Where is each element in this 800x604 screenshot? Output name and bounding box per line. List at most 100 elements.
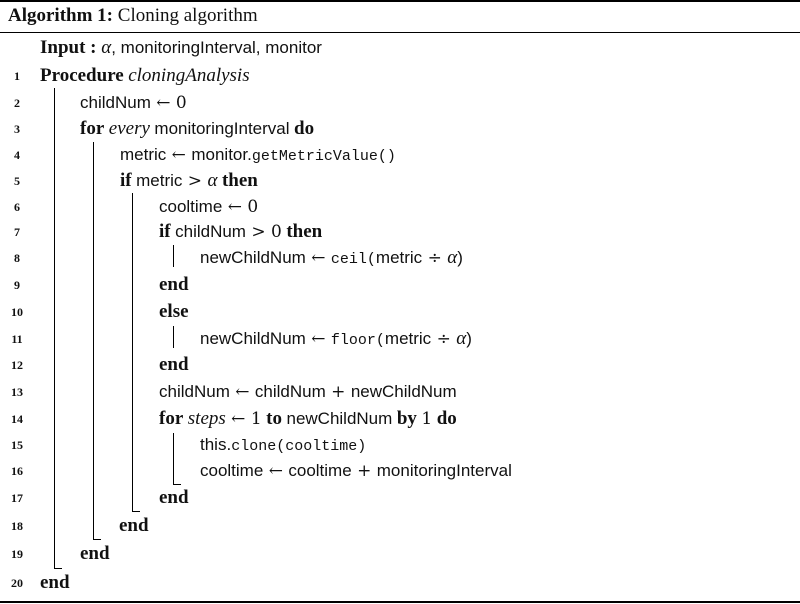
kw-by: by (396, 408, 417, 429)
var-childnum: childNum (175, 222, 246, 241)
line-number: 11 (11, 332, 23, 346)
input-keyword: Input (40, 37, 86, 58)
var-new-child-num: newChildNum (350, 382, 457, 401)
procedure-block-bar (54, 88, 55, 569)
line-number: 1 (14, 69, 20, 83)
procedure-name: cloningAnalysis (128, 65, 250, 86)
line-19: end (80, 540, 110, 566)
kw-every: every (108, 118, 150, 139)
line-number: 20 (11, 576, 23, 590)
var-childnum: childNum (80, 93, 151, 112)
line-2: childNum ← 0 (80, 89, 187, 115)
line-10: else (159, 298, 189, 324)
op-div: ÷ (422, 248, 448, 268)
kw-for: for (80, 118, 105, 139)
var-new-child-num: newChildNum (200, 329, 306, 348)
procedure-block-tick (54, 568, 62, 569)
op-plus: + (325, 382, 351, 402)
kw-then: then (286, 221, 323, 242)
assign-arrow: ← (150, 93, 176, 113)
paren-close: ) (466, 329, 472, 348)
fn-ceil: ceil( (330, 251, 376, 268)
var-monitoring-interval: monitoringInterval (376, 461, 512, 480)
line-4: metric ← monitor.getMetricValue() (120, 141, 396, 167)
for-block-bar (93, 142, 94, 540)
var-metric: metric (136, 171, 183, 190)
line-8: newChildNum ← ceil(metric ÷ α) (200, 244, 463, 270)
line-number: 16 (11, 464, 23, 478)
input-alpha: α (101, 37, 112, 58)
num-one: 1 (421, 409, 433, 429)
line-17: end (159, 484, 189, 510)
if-block-bar (132, 193, 133, 512)
line-20: end (40, 569, 70, 595)
var-monitor: monitor. (191, 145, 252, 164)
line-number: 13 (11, 385, 23, 399)
line-9: end (159, 271, 189, 297)
var-metric: metric (120, 145, 167, 164)
kw-for: for (159, 408, 184, 429)
line-number: 4 (14, 148, 20, 162)
var-cooltime: cooltime (200, 461, 264, 480)
line-number: 2 (14, 96, 20, 110)
var-metric: metric (384, 329, 432, 348)
assign-arrow: ← (305, 248, 331, 268)
fn-get-metric-value: getMetricValue() (251, 148, 396, 165)
num-one: 1 (250, 409, 262, 429)
num-zero: 0 (271, 222, 282, 242)
kw-end: end (159, 354, 189, 375)
inner-if-bar (173, 245, 174, 267)
line-16: cooltime ← cooltime + monitoringInterval (200, 457, 512, 483)
kw-if: if (120, 170, 132, 191)
var-monitoring-interval: monitoringInterval (154, 119, 290, 138)
var-childnum: childNum (254, 382, 326, 401)
num-zero: 0 (175, 93, 187, 113)
var-alpha: α (447, 247, 458, 268)
line-1: Procedure cloningAnalysis (40, 62, 250, 88)
line-number: 3 (14, 122, 20, 136)
inner-for-tick (173, 484, 181, 485)
caption-label: Algorithm 1: (8, 5, 114, 26)
caption-title: Cloning algorithm (117, 5, 258, 26)
num-zero: 0 (247, 197, 259, 217)
line-number: 10 (11, 305, 23, 319)
op-plus: + (351, 461, 377, 481)
line-number: 19 (11, 547, 23, 561)
line-number: 5 (14, 174, 20, 188)
algorithm-caption: Algorithm 1: Cloning algorithm (8, 5, 258, 27)
kw-do: do (294, 118, 315, 139)
fn-floor: floor( (330, 332, 385, 349)
assign-arrow: ← (263, 461, 289, 481)
assign-arrow: ← (305, 329, 331, 349)
assign-arrow: ← (229, 382, 255, 402)
line-number: 12 (11, 358, 23, 372)
line-number: 15 (11, 438, 23, 452)
kw-end: end (40, 572, 70, 593)
kw-do: do (436, 408, 457, 429)
var-new-child-num: newChildNum (200, 248, 306, 267)
caption-rule (0, 32, 800, 33)
var-alpha: α (207, 170, 218, 191)
var-this: this. (200, 435, 232, 454)
line-18: end (119, 512, 149, 538)
line-7: if childNum > 0 then (159, 218, 322, 244)
line-12: end (159, 351, 189, 377)
var-childnum: childNum (159, 382, 230, 401)
kw-end: end (119, 515, 149, 536)
kw-to: to (266, 408, 282, 429)
line-13: childNum ← childNum + newChildNum (159, 378, 457, 404)
var-steps: steps (187, 408, 226, 429)
if-block-tick (132, 511, 140, 512)
inner-for-bar (173, 433, 174, 485)
kw-end: end (80, 543, 110, 564)
kw-end: end (159, 274, 189, 295)
kw-then: then (221, 170, 258, 191)
var-cooltime: cooltime (288, 461, 352, 480)
line-14: for steps ← 1 to newChildNum by 1 do (159, 405, 457, 431)
line-number: 9 (14, 278, 20, 292)
line-number: 18 (11, 519, 23, 533)
line-number: 17 (11, 491, 23, 505)
line-number: 7 (14, 225, 20, 239)
kw-procedure: Procedure (40, 65, 124, 86)
